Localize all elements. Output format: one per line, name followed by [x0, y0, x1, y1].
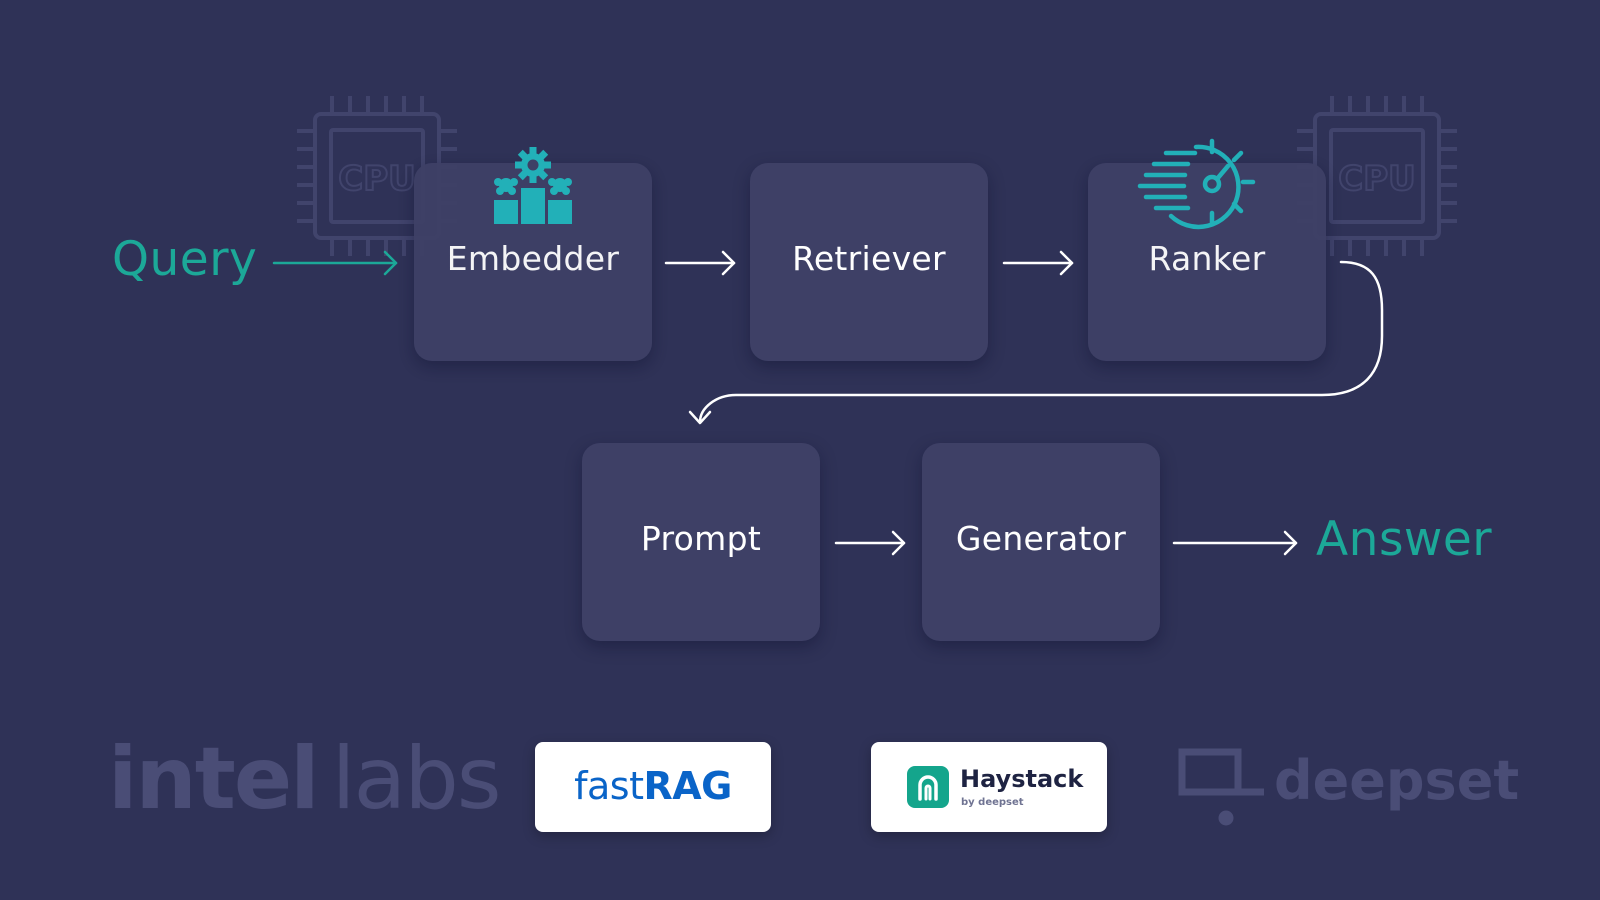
node-ranker-label: Ranker	[1148, 239, 1266, 278]
cpu-chip-icon-left: CPU	[295, 94, 459, 258]
node-prompt-label: Prompt	[640, 519, 762, 558]
deepset-logo-word: deepset	[1274, 749, 1520, 812]
haystack-logo-icon	[907, 766, 949, 808]
podium-gear-icon	[494, 147, 572, 224]
haystack-logo-card: Haystack by deepset	[871, 742, 1107, 832]
arrow-prompt-generator	[834, 530, 906, 556]
node-prompt: Prompt	[582, 443, 820, 641]
chip-label-right: CPU	[1338, 159, 1415, 199]
chip-label-left: CPU	[338, 159, 415, 199]
arrow-generator-answer	[1172, 530, 1298, 556]
fastrag-logo-card: fastRAG	[535, 742, 771, 832]
node-embedder-label: Embedder	[446, 239, 620, 278]
labs-logo-word: labs	[331, 729, 502, 829]
query-label: Query	[112, 232, 258, 287]
node-generator: Generator	[922, 443, 1160, 641]
arrow-embedder-retriever	[664, 250, 736, 276]
haystack-logo-title: Haystack	[960, 765, 1084, 793]
arrow-retriever-ranker	[1002, 250, 1074, 276]
node-retriever-label: Retriever	[792, 239, 946, 278]
arrow-ranker-prompt	[688, 260, 1384, 425]
speedometer-icon	[1137, 138, 1256, 230]
answer-label: Answer	[1316, 512, 1493, 567]
intel-logo-word: intel	[108, 729, 320, 829]
cpu-chip-icon-right: CPU	[1295, 94, 1459, 258]
node-retriever: Retriever	[750, 163, 988, 361]
fastrag-logo-bold: RAG	[643, 764, 733, 808]
arrow-query-embedder	[272, 250, 398, 276]
node-generator-label: Generator	[955, 519, 1127, 558]
fastrag-logo: fastRAG	[535, 764, 771, 808]
fastrag-logo-light: fast	[574, 764, 644, 808]
node-embedder: Embedder	[414, 163, 652, 361]
deepset-logo-icon	[1178, 748, 1264, 826]
haystack-logo-subtitle: by deepset	[961, 797, 1024, 808]
node-ranker: Ranker	[1088, 163, 1326, 361]
